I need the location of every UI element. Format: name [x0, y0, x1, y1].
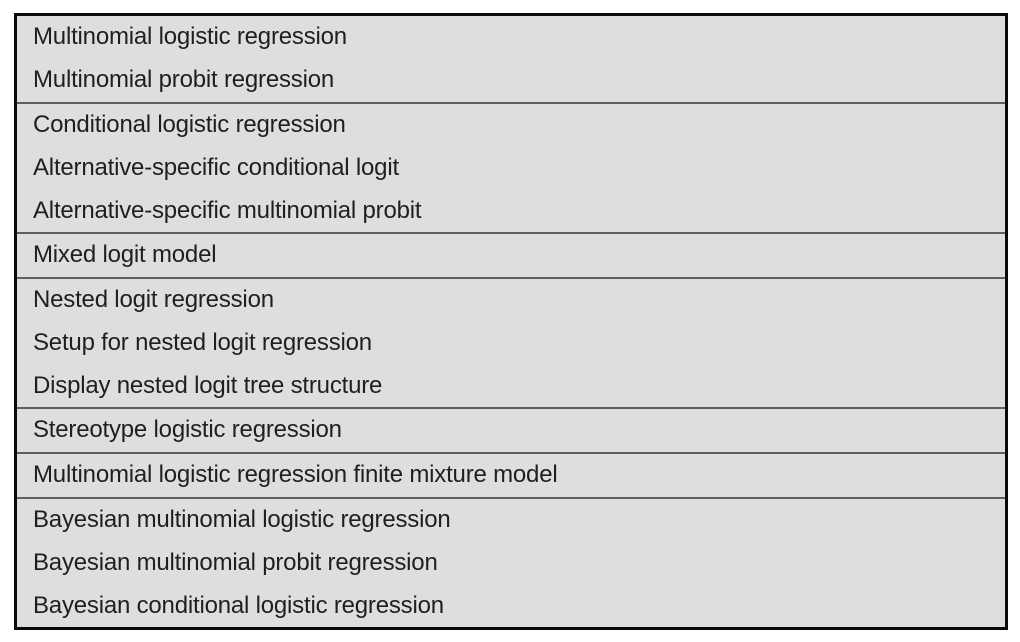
model-name-label: Alternative-specific conditional logit [33, 153, 399, 181]
model-name-label: Nested logit regression [33, 286, 274, 314]
model-group: Multinomial logistic regression finite m… [17, 454, 1005, 499]
table-row: Bayesian multinomial logistic regression [17, 499, 1005, 542]
model-name-label: Display nested logit tree structure [33, 371, 383, 399]
model-group: Stereotype logistic regression [17, 409, 1005, 454]
table-row: Nested logit regression [17, 279, 1005, 322]
table-row: Multinomial logistic regression [17, 16, 1005, 59]
table-row: Stereotype logistic regression [17, 409, 1005, 452]
model-name-label: Setup for nested logit regression [33, 328, 372, 356]
table-row: Alternative-specific conditional logit [17, 146, 1005, 189]
table-row: Bayesian conditional logistic regression [17, 584, 1005, 627]
table-row: Bayesian multinomial probit regression [17, 541, 1005, 584]
model-name-label: Multinomial logistic regression [33, 23, 347, 51]
model-name-label: Bayesian multinomial probit regression [33, 548, 438, 576]
table-row: Setup for nested logit regression [17, 322, 1005, 365]
table-row: Conditional logistic regression [17, 104, 1005, 147]
table-row: Display nested logit tree structure [17, 364, 1005, 407]
table-row: Alternative-specific multinomial probit [17, 189, 1005, 232]
model-group: Mixed logit model [17, 234, 1005, 279]
model-name-label: Stereotype logistic regression [33, 416, 342, 444]
model-name-label: Mixed logit model [33, 241, 217, 269]
model-name-label: Conditional logistic regression [33, 110, 346, 138]
model-name-label: Multinomial probit regression [33, 66, 334, 94]
model-name-label: Multinomial logistic regression finite m… [33, 461, 558, 489]
model-name-label: Bayesian conditional logistic regression [33, 591, 444, 619]
table-row: Mixed logit model [17, 234, 1005, 277]
model-name-label: Bayesian multinomial logistic regression [33, 506, 451, 534]
table-row: Multinomial logistic regression finite m… [17, 454, 1005, 497]
table-row: Multinomial probit regression [17, 59, 1005, 102]
model-name-label: Alternative-specific multinomial probit [33, 196, 422, 224]
model-group: Bayesian multinomial logistic regression… [17, 499, 1005, 627]
